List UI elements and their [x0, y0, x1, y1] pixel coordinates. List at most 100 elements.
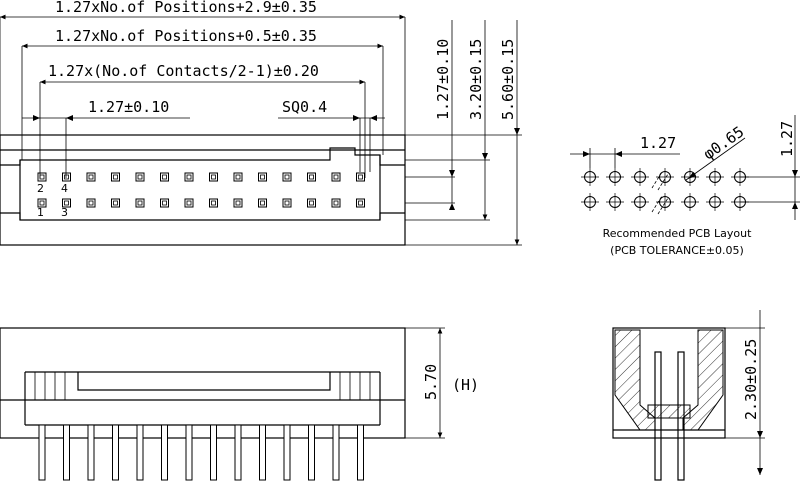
top-pin-inner — [39, 174, 45, 180]
pcb-layout-view: 1.27 φ0.65 1.27 Recommended PCB Layout (… — [570, 115, 800, 257]
pin-label-2: 2 — [37, 182, 44, 195]
front-pin-leg — [308, 424, 315, 481]
top-pin-outer — [37, 198, 47, 208]
top-pin-outer — [331, 198, 341, 208]
pin-label-4: 4 — [61, 182, 68, 195]
top-pin-inner — [186, 174, 192, 180]
top-pin-inner — [64, 200, 69, 206]
front-height-label: (H) — [452, 376, 479, 394]
pcb-dim-hole: φ0.65 — [700, 123, 747, 164]
top-pin-inner — [64, 174, 69, 180]
front-pin-leg — [185, 424, 193, 481]
front-pin-row — [38, 424, 364, 481]
pcb-hole-grid — [581, 168, 749, 211]
vdim-row-pitch: 1.27±0.10 — [434, 39, 452, 120]
top-pin-inner — [162, 200, 167, 206]
dim-square-pin: SQ0.4 — [282, 98, 327, 116]
top-pin-inner — [211, 174, 216, 180]
top-pin-outer — [356, 198, 365, 208]
top-pin-inner — [333, 174, 339, 180]
front-pin-leg — [210, 424, 217, 481]
top-pin-outer — [111, 172, 120, 182]
top-pin-outer — [233, 172, 243, 182]
top-pin-outer — [307, 198, 316, 208]
top-pin-outer — [135, 198, 145, 208]
dim-total-length: 1.27xNo.of Positions+2.9±0.35 — [55, 0, 317, 16]
vdim-outer-height: 5.60±0.15 — [499, 39, 517, 120]
top-pin-outer — [307, 172, 316, 182]
top-pin-outer — [184, 198, 194, 208]
top-body-outline — [0, 134, 406, 246]
top-pin-inner — [113, 200, 118, 206]
top-pin-outer — [331, 172, 341, 182]
front-pin-leg — [63, 424, 70, 481]
top-pin-inner — [333, 200, 339, 206]
dim-pin-pitch: 1.27±0.10 — [88, 98, 169, 116]
front-pin-leg — [112, 424, 119, 481]
front-pin-leg — [332, 424, 340, 481]
top-pin-outer — [209, 198, 218, 208]
top-pin-outer — [282, 172, 292, 182]
top-pin-outer — [233, 198, 243, 208]
top-pin-inner — [186, 200, 192, 206]
top-pin-outer — [282, 198, 292, 208]
top-pin-outer — [135, 172, 145, 182]
top-pin-outer — [209, 172, 218, 182]
front-pin-leg — [259, 424, 266, 481]
side-view: 2.30±0.25 — [612, 310, 765, 481]
front-pin-leg — [87, 424, 95, 481]
top-pin-outer — [258, 198, 267, 208]
front-pin-leg — [357, 424, 364, 481]
pcb-dim-pitch: 1.27 — [640, 134, 676, 152]
top-pin-inner — [113, 174, 118, 180]
top-pin-inner — [235, 174, 241, 180]
front-pin-leg — [38, 424, 46, 481]
top-pin-outer — [62, 172, 71, 182]
top-pin-outer — [37, 172, 47, 182]
top-view: 2 4 1 3 1.27xNo.of Positions+2.9±0.35 1.… — [0, 0, 522, 246]
front-pin-leg — [161, 424, 168, 481]
top-pin-outer — [184, 172, 194, 182]
top-pin-inner — [260, 174, 265, 180]
front-pin-leg — [283, 424, 291, 481]
pcb-caption-title: Recommended PCB Layout — [603, 227, 753, 240]
top-pin-inner — [39, 200, 45, 206]
top-pin-outer — [86, 198, 96, 208]
front-view: 5.70 (H) — [0, 327, 479, 481]
top-pin-inner — [358, 200, 363, 206]
pcb-dim-row: 1.27 — [778, 121, 796, 157]
dim-inner-length: 1.27xNo.of Positions+0.5±0.35 — [55, 27, 317, 45]
front-height-dim: 5.70 — [422, 364, 440, 400]
pin-label-3: 3 — [61, 206, 68, 219]
vdim-inner-height: 3.20±0.15 — [467, 39, 485, 120]
front-body-outline — [0, 327, 406, 439]
top-pin-inner — [137, 174, 143, 180]
top-pin-inner — [88, 174, 94, 180]
top-pin-outer — [62, 198, 71, 208]
top-pin-inner — [284, 200, 290, 206]
dim-contacts-span: 1.27x(No.of Contacts/2-1)±0.20 — [48, 62, 319, 80]
top-pin-inner — [260, 200, 265, 206]
top-pin-grid — [37, 172, 365, 208]
top-pin-inner — [284, 174, 290, 180]
front-pin-leg — [136, 424, 144, 481]
top-pin-inner — [137, 200, 143, 206]
top-pin-outer — [160, 172, 169, 182]
top-pin-inner — [358, 174, 363, 180]
side-height-dim: 2.30±0.25 — [742, 339, 760, 420]
top-pin-outer — [356, 172, 365, 182]
top-pin-inner — [162, 174, 167, 180]
top-pin-inner — [235, 200, 241, 206]
top-pin-inner — [309, 200, 314, 206]
top-pin-outer — [160, 198, 169, 208]
side-body-outline — [612, 327, 726, 439]
top-pin-inner — [211, 200, 216, 206]
top-pin-outer — [111, 198, 120, 208]
top-pin-inner — [88, 200, 94, 206]
front-pin-leg — [234, 424, 242, 481]
top-pin-inner — [309, 174, 314, 180]
top-pin-outer — [86, 172, 96, 182]
pcb-caption-tolerance: (PCB TOLERANCE±0.05) — [610, 244, 744, 257]
top-pin-outer — [258, 172, 267, 182]
